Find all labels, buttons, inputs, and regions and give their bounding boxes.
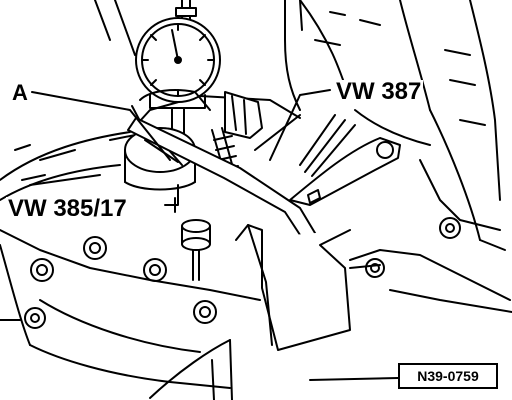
- callout-a: A: [12, 80, 28, 105]
- leader-vw385: [164, 184, 179, 206]
- leader-code: [309, 377, 399, 381]
- bracket-plate: [235, 224, 381, 351]
- measuring-bar-vw387: [127, 114, 401, 245]
- dial-gauge-icon: [135, 0, 221, 151]
- leader-lines: [31, 89, 399, 381]
- stud: [181, 219, 211, 281]
- leader-a: [31, 91, 171, 161]
- callout-vw385-17: VW 385/17: [6, 195, 129, 222]
- figure-code-box: N39-0759: [398, 363, 498, 389]
- clamp-fixture: [131, 89, 263, 176]
- leader-vw387: [269, 89, 331, 161]
- callout-vw387: VW 387: [334, 78, 424, 105]
